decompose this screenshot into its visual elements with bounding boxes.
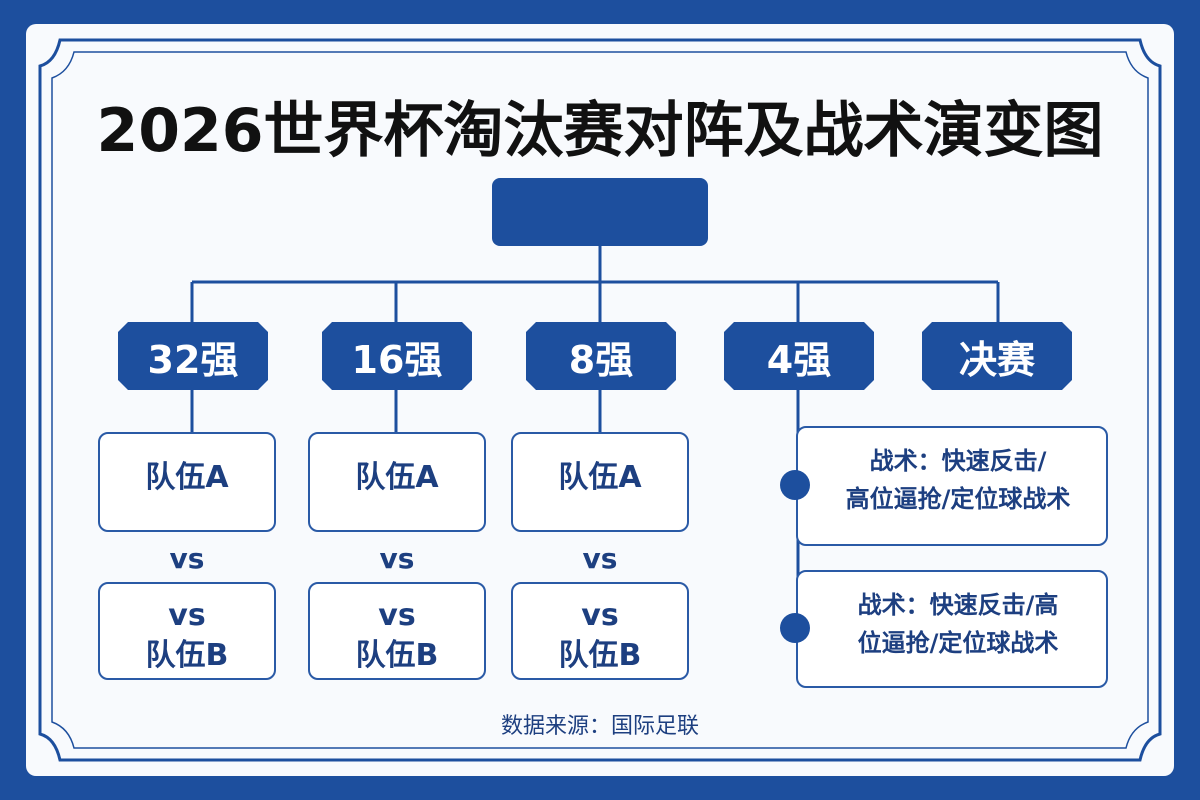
stage-r32: 32强 — [118, 322, 268, 390]
stage-r16: 16强 — [322, 322, 472, 390]
team-a-label: 队伍A — [355, 460, 439, 495]
team-b-box: vs 队伍B — [308, 582, 486, 680]
tactic-line: 战术：快速反击/ — [869, 447, 1047, 475]
team-a-label: 队伍A — [145, 460, 229, 495]
tactic-line: 高位逼抢/定位球战术 — [845, 485, 1071, 513]
stage-qf: 8强 — [526, 322, 676, 390]
team-a-box: 队伍A — [308, 432, 486, 532]
team-a-box: 队伍A — [511, 432, 689, 532]
team-b-vs-label: vs — [581, 598, 619, 633]
tactic-line: 战术：快速反击/高 — [857, 591, 1059, 619]
vs-label: vs — [379, 542, 415, 575]
bullet-dot-icon — [780, 470, 810, 500]
diagram-title: 2026世界杯淘汰赛对阵及战术演变图 — [96, 96, 1104, 166]
data-source-note: 数据来源：国际足联 — [500, 714, 699, 739]
team-a-box: 队伍A — [98, 432, 276, 532]
tactic-box-2: 战术：快速反击/高 位逼抢/定位球战术 — [796, 570, 1108, 688]
tactic-line: 位逼抢/定位球战术 — [857, 629, 1059, 657]
bracket-root-box — [492, 178, 708, 246]
tactic-box-1: 战术：快速反击/ 高位逼抢/定位球战术 — [796, 426, 1108, 546]
vs-label: vs — [582, 542, 618, 575]
team-b-vs-label: vs — [378, 598, 416, 633]
team-b-vs-label: vs — [168, 598, 206, 633]
team-b-box: vs 队伍B — [98, 582, 276, 680]
vs-label: vs — [169, 542, 205, 575]
bullet-dot-icon — [780, 613, 810, 643]
team-a-label: 队伍A — [558, 460, 642, 495]
stage-sf: 4强 — [724, 322, 874, 390]
team-b-label: 队伍B — [355, 638, 439, 673]
team-b-label: 队伍B — [145, 638, 229, 673]
stage-final: 决赛 — [922, 322, 1072, 390]
team-b-box: vs 队伍B — [511, 582, 689, 680]
team-b-label: 队伍B — [558, 638, 642, 673]
